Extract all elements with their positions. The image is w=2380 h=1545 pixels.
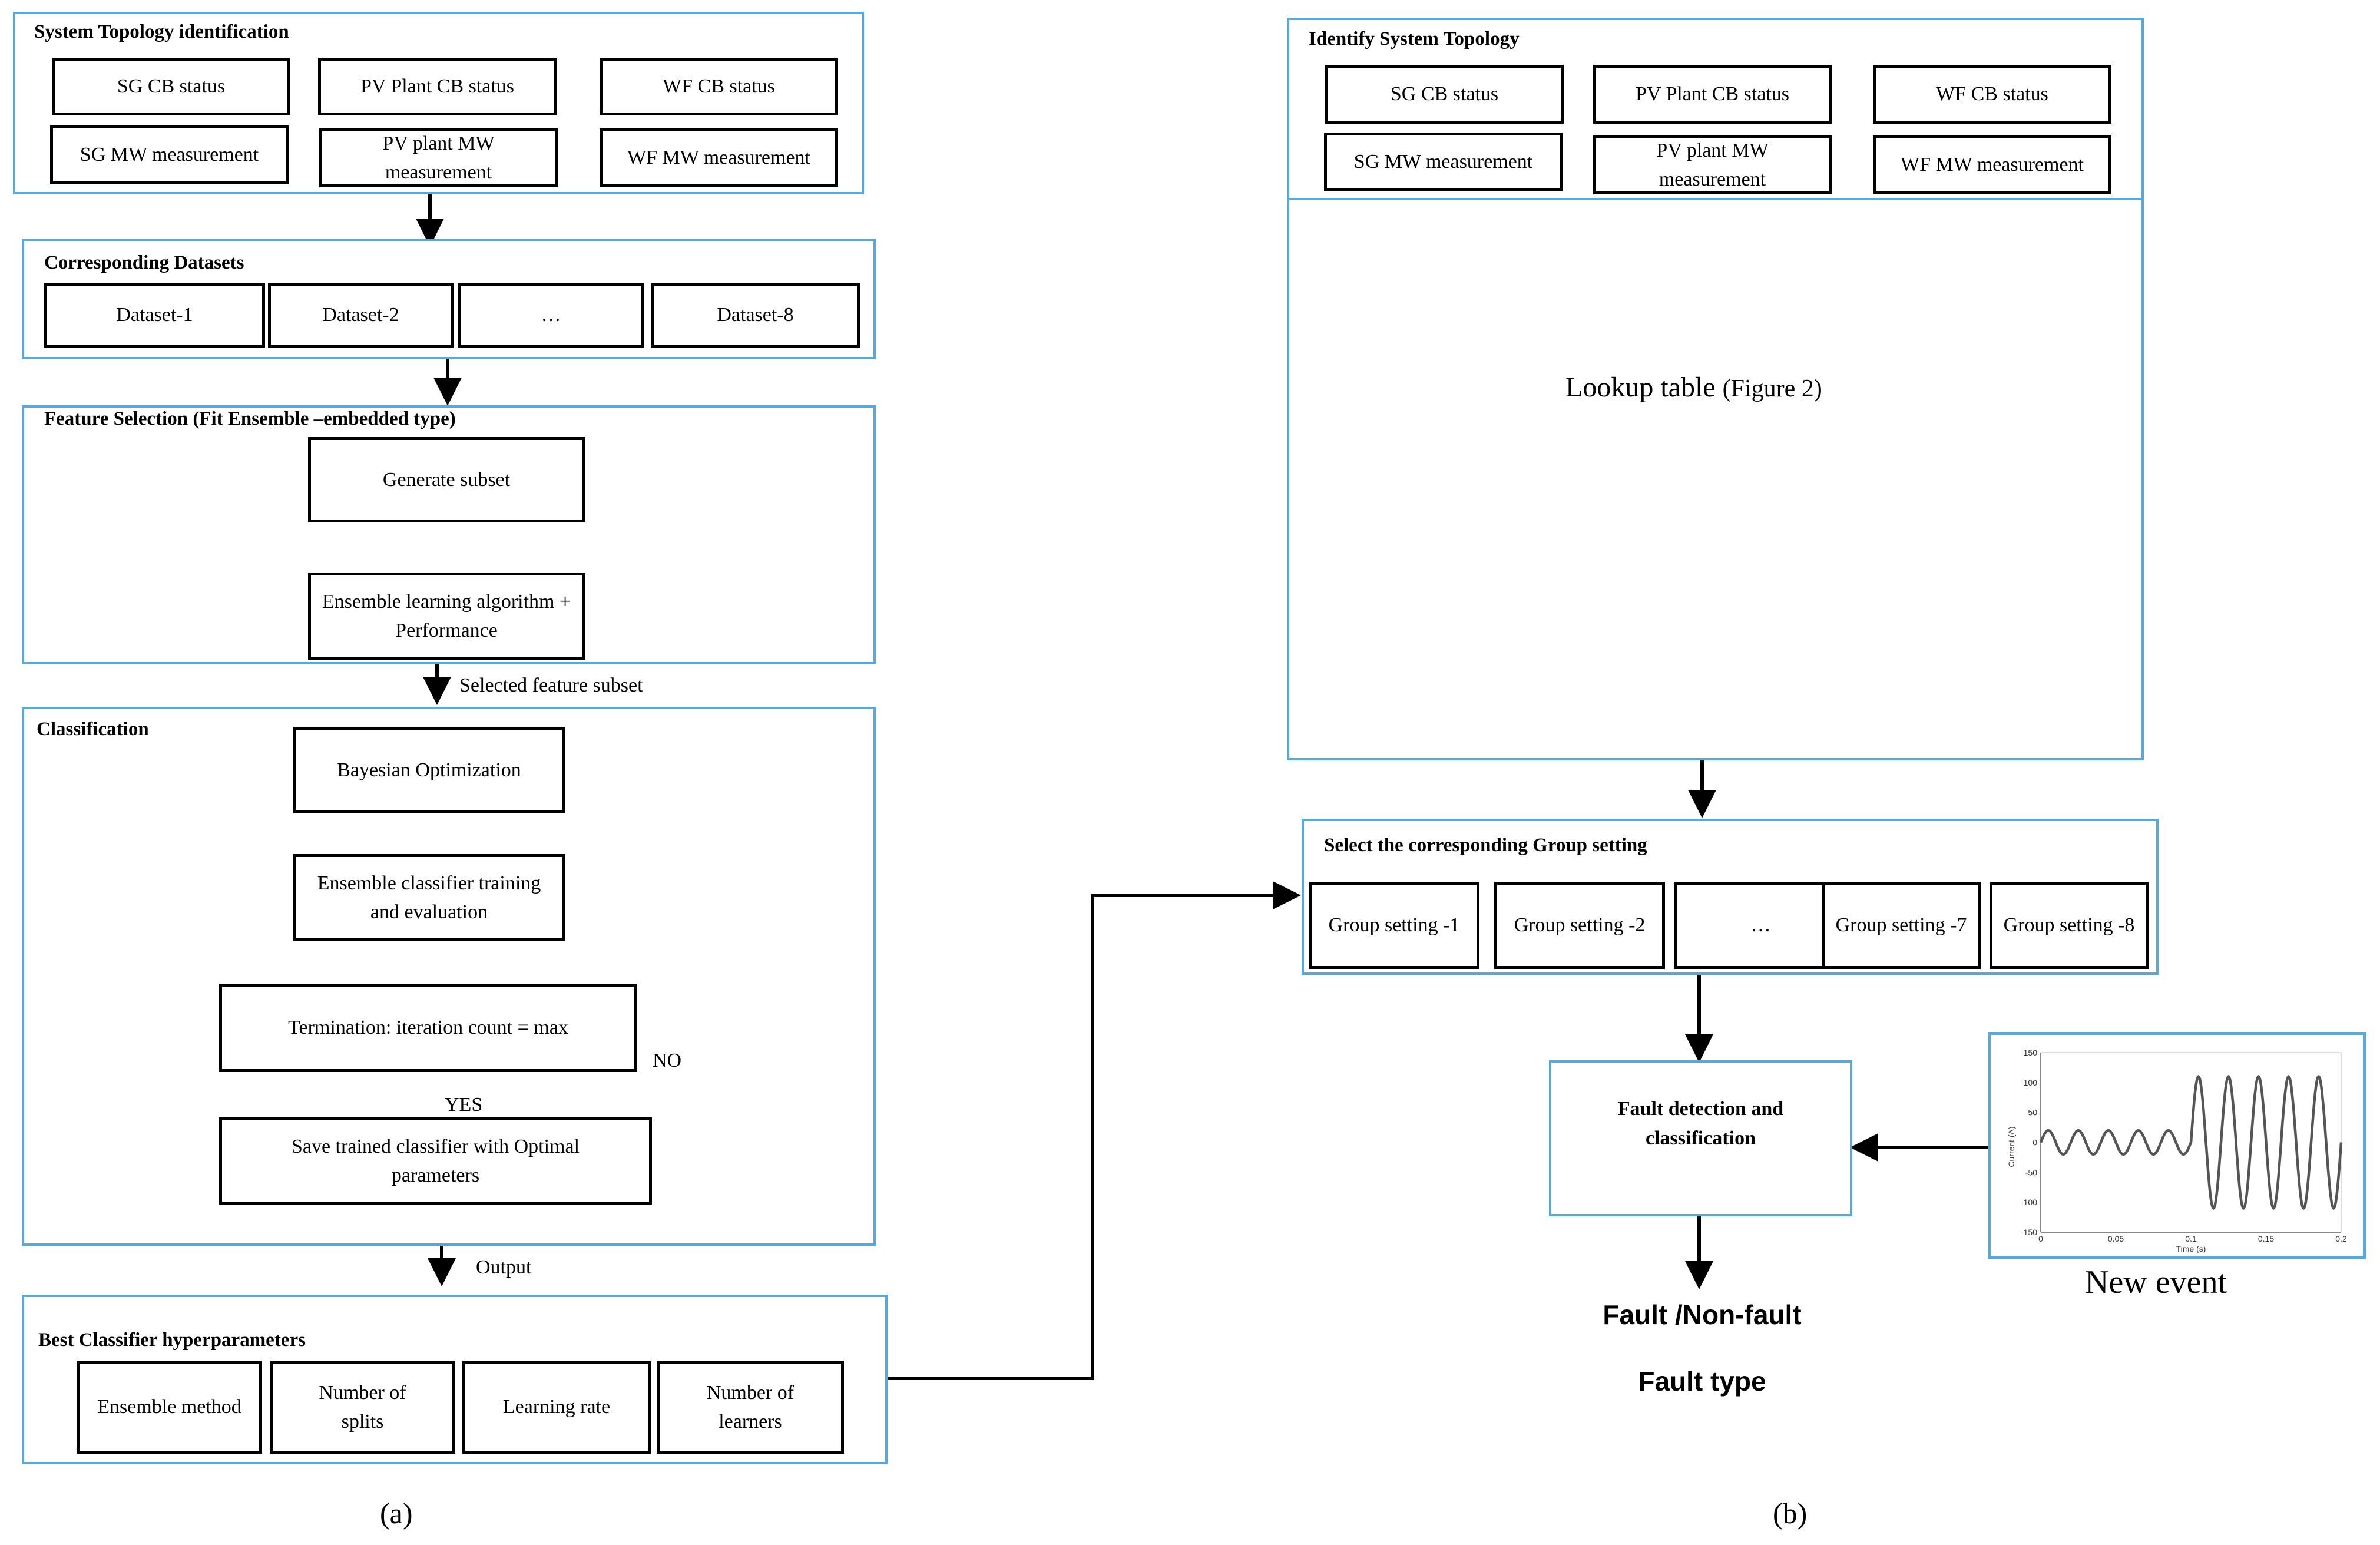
caption-a: (a) [380,1497,413,1530]
group-setting-title: Select the corresponding Group setting [1324,835,1647,856]
sg-mw-measurement-box: SG MW measurement [50,125,289,184]
dataset-1-box: Dataset-1 [44,283,265,348]
identify-topology-title: Identify System Topology [1309,28,1520,49]
output-label: Output [476,1256,532,1278]
new-event-label: New event [2085,1264,2227,1301]
sg-cb-status-box: SG CB status [52,58,290,115]
b-sg-cb-status-box: SG CB status [1325,65,1564,124]
plot-ylabel: Current (A) [2007,1126,2016,1167]
b-wf-cb-status-box: WF CB status [1873,65,2111,124]
plot-y-tick-label: 50 [2028,1108,2037,1117]
plot-x-tick-label: 0.1 [2185,1234,2197,1243]
ensemble-learning-box: Ensemble learning algorithm + Performanc… [308,573,585,660]
plot-xlabel: Time (s) [2176,1244,2206,1253]
dataset-2-box: Dataset-2 [268,283,454,348]
dataset-8-box: Dataset-8 [651,283,860,348]
lookup-table-ref: (Figure 2) [1722,375,1822,402]
plot-y-tick-label: 150 [2024,1048,2038,1057]
plot-x-tick-label: 0.15 [2258,1234,2274,1243]
generate-subset-box: Generate subset [308,437,585,522]
b-pv-plant-mw-measurement-box: PV plant MW measurement [1593,135,1832,194]
wf-mw-measurement-box: WF MW measurement [600,128,838,187]
current-waveform [2039,1074,2343,1210]
b-sg-mw-measurement-box: SG MW measurement [1324,133,1563,191]
lookup-table-group [1287,198,2144,760]
lookup-table-text: Lookup table [1565,372,1716,403]
plot-y-tick-label: -50 [2025,1167,2037,1177]
no-label: NO [653,1050,682,1071]
plot-x-tick-label: 0.05 [2108,1234,2124,1243]
group-setting-1-box: Group setting -1 [1309,882,1479,969]
classification-title: Classification [37,719,149,740]
learning-rate-box: Learning rate [462,1361,651,1454]
feature-selection-title: Feature Selection (Fit Ensemble –embedde… [44,408,456,429]
topology-title: System Topology identification [34,21,289,42]
save-classifier-box: Save trained classifier with Optimal par… [219,1117,652,1205]
number-of-splits-box: Number of splits [270,1361,455,1454]
fault-type-label: Fault type [1638,1366,1766,1397]
ensemble-method-box: Ensemble method [77,1361,262,1454]
termination-box: Termination: iteration count = max [219,984,637,1072]
selected-feature-subset-label: Selected feature subset [459,674,643,696]
fault-detection-box: Fault detection and classification [1549,1060,1852,1216]
plot-y-tick-label: -150 [2021,1228,2037,1237]
number-of-learners-box: Number of learners [657,1361,844,1454]
b-wf-mw-measurement-box: WF MW measurement [1873,135,2111,194]
plot-y-tick-label: -100 [2021,1197,2037,1207]
group-setting-8-box: Group setting -8 [1990,882,2149,969]
wf-cb-status-box: WF CB status [600,58,838,115]
fault-non-fault-label: Fault /Non-fault [1603,1299,1802,1330]
group-setting-2-box: Group setting -2 [1494,882,1665,969]
group-setting-7-box: Group setting -7 [1822,882,1981,969]
plot-y-tick-label: 100 [2024,1078,2038,1087]
bayesian-optimization-box: Bayesian Optimization [293,727,565,813]
new-event-signal-plot: 150 100 50 0 -50 -100 -150 0 0.05 0.1 0.15 0.2 Cur… [2007,1048,2347,1253]
lookup-table-label: Lookup table (Figure 2) [1565,371,1822,403]
group-setting-ellipsis-box: … [1674,882,1848,969]
datasets-title: Corresponding Datasets [44,252,244,273]
new-event-plot-frame: 150 100 50 0 -50 -100 -150 0 0.05 0.1 0.15 0.2 Cur… [1988,1032,2366,1259]
plot-y-tick-label: 0 [2033,1138,2037,1147]
dataset-ellipsis-box: … [458,283,644,348]
plot-x-tick-label: 0.2 [2335,1234,2347,1243]
plot-x-tick-label: 0 [2038,1234,2043,1243]
b-pv-plant-cb-status-box: PV Plant CB status [1593,65,1832,124]
caption-b: (b) [1773,1497,1808,1530]
best-hyperparameters-title: Best Classifier hyperparameters [38,1329,306,1351]
fault-detection-label: Fault detection and classification [1617,1098,1784,1149]
pv-plant-cb-status-box: PV Plant CB status [318,58,557,115]
pv-plant-mw-measurement-box: PV plant MW measurement [319,128,558,187]
ensemble-training-box: Ensemble classifier training and evaluat… [293,854,565,941]
yes-label: YES [445,1094,483,1116]
